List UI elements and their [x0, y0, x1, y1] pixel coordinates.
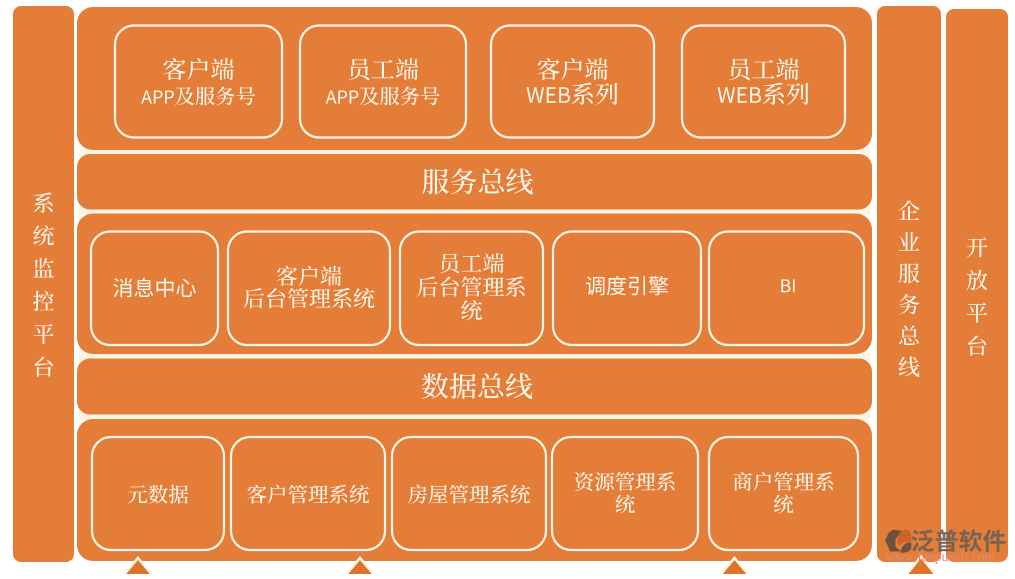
svg-text:www.fanpusoft.com: www.fanpusoft.com: [886, 549, 996, 564]
